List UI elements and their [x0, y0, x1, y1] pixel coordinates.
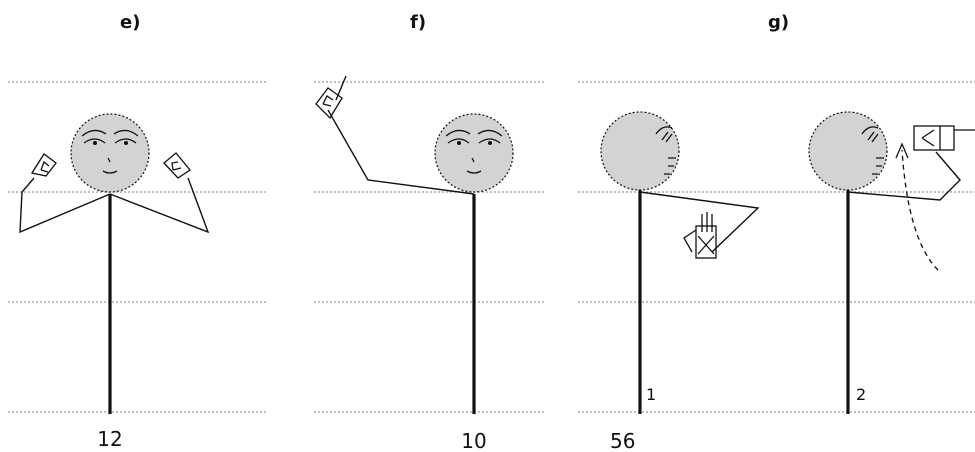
- arrow-head-icon: [895, 142, 909, 159]
- number-f: 10: [461, 429, 486, 452]
- hand-g2-icon: [913, 125, 975, 151]
- hand-f-line: [335, 75, 347, 101]
- sub-label-1: 1: [646, 385, 656, 404]
- hand-f-icon: [315, 87, 343, 120]
- face-e-icon: [81, 129, 139, 174]
- face-g2-profile-icon: [861, 126, 884, 175]
- staff-lines: [8, 81, 975, 413]
- arm-g2: [847, 151, 961, 201]
- head-f: [434, 113, 514, 193]
- face-g1-profile-icon: [655, 126, 676, 175]
- right-arm-e: [109, 177, 210, 234]
- left-hand-e-icon: [30, 153, 57, 177]
- head-g1: [600, 111, 680, 191]
- sub-label-2: 2: [856, 385, 866, 404]
- left-arm-e: [19, 177, 111, 234]
- panel-label-f: f): [410, 12, 426, 33]
- figure-f: 10: [315, 75, 514, 452]
- arm-g1: [639, 191, 760, 253]
- face-f-icon: [445, 129, 503, 174]
- head-g2: [808, 111, 888, 191]
- panel-label-g: g): [768, 12, 789, 33]
- right-hand-e-icon: [163, 152, 191, 179]
- figure-g2: 2: [808, 111, 975, 414]
- figure-e: 12: [19, 113, 210, 451]
- number-g: 56: [610, 429, 635, 452]
- number-e: 12: [97, 427, 122, 451]
- arm-f: [327, 109, 475, 195]
- panel-label-e: e): [120, 12, 140, 33]
- head-e: [70, 113, 150, 193]
- movement-arrow: [901, 149, 939, 271]
- figure-g1: 1 56: [600, 111, 760, 452]
- hand-g1-icon: [683, 212, 717, 259]
